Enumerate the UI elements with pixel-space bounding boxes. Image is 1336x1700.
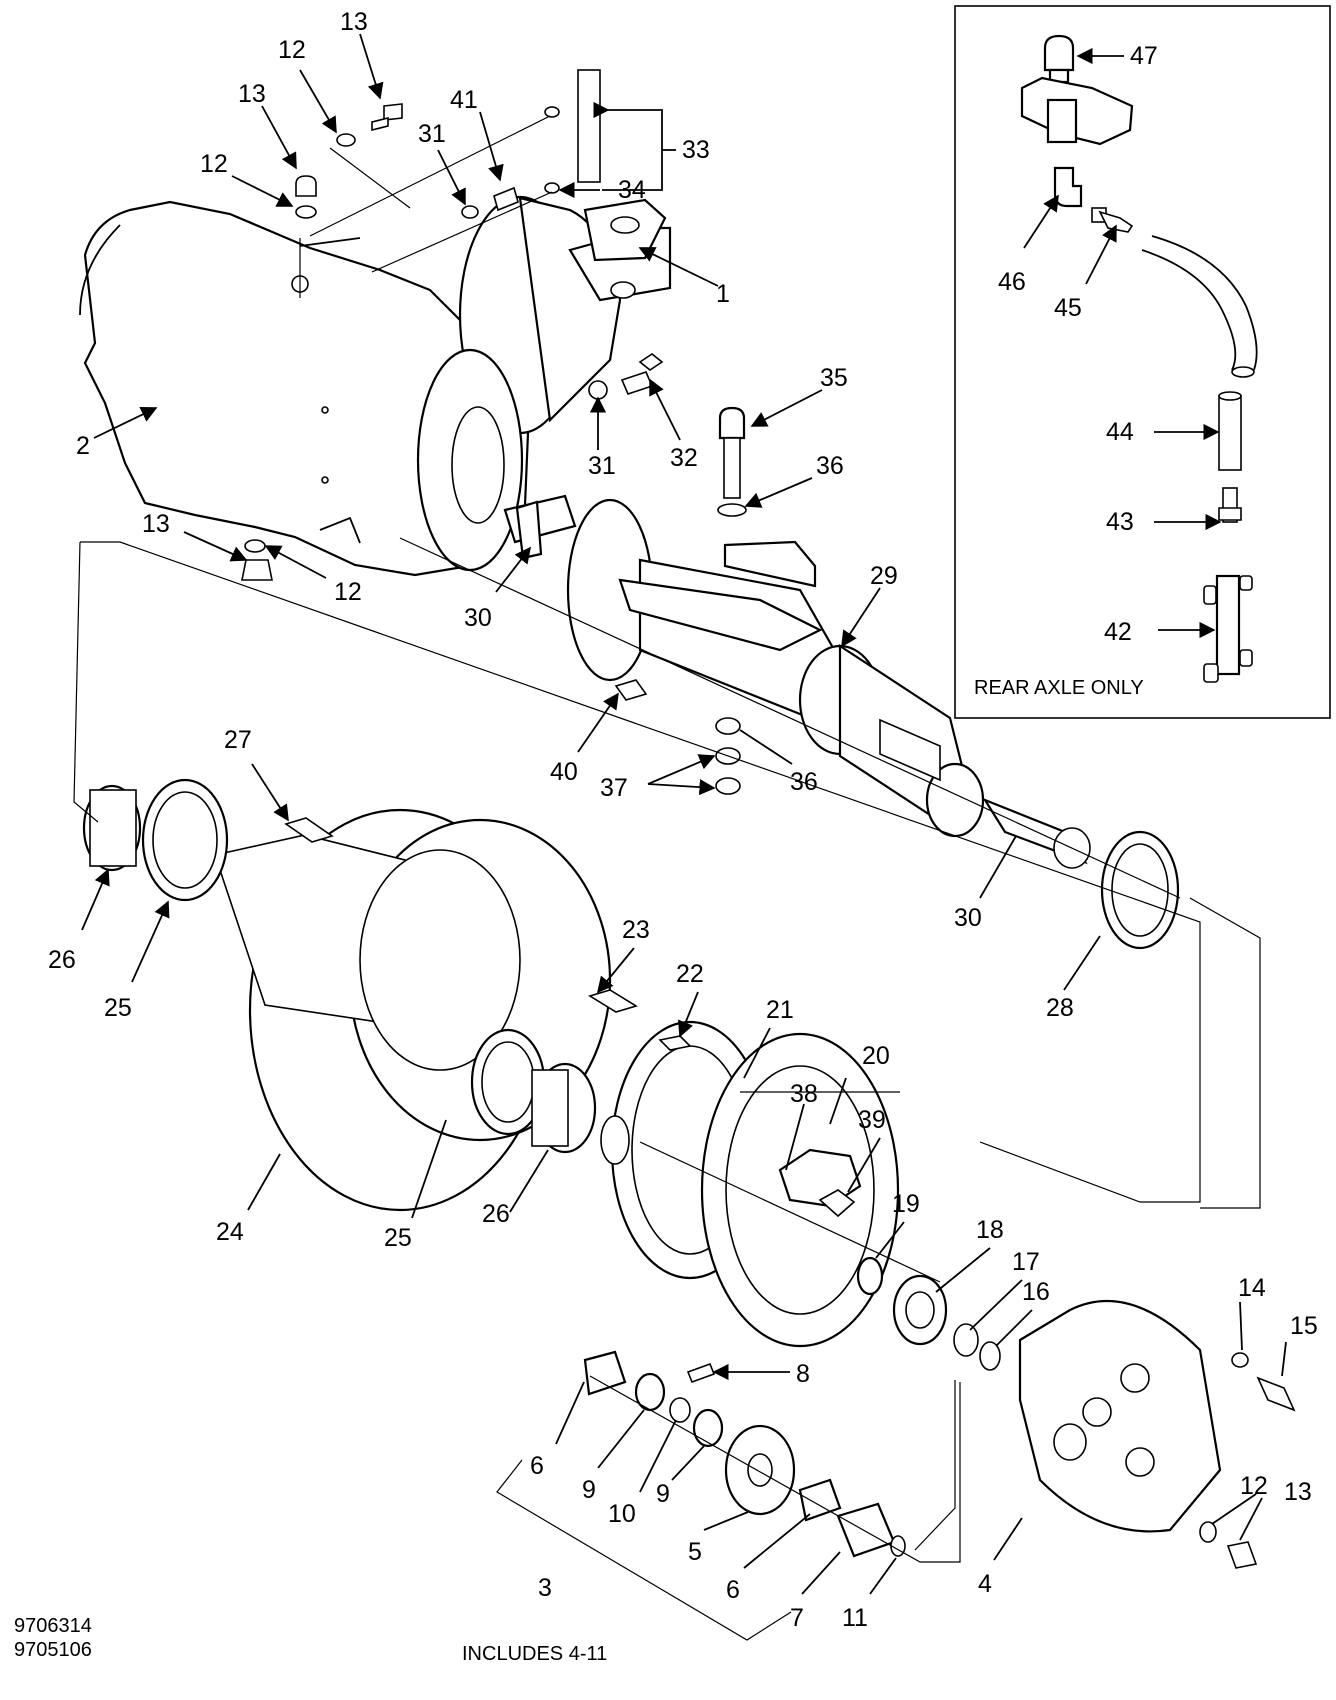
callout-25: 25 xyxy=(104,994,132,1022)
part-9-bearing-b xyxy=(692,1408,724,1448)
part-8-pin xyxy=(686,1362,716,1384)
part-24-hub xyxy=(213,808,612,1212)
callout-4: 4 xyxy=(978,1570,992,1598)
part-19-washer xyxy=(856,1256,884,1296)
part-29-spindle xyxy=(566,498,985,838)
callout-12: 12 xyxy=(200,150,228,178)
part-4-cover xyxy=(1018,1299,1222,1533)
callout-31: 31 xyxy=(418,120,446,148)
part-44-hose xyxy=(1141,235,1258,471)
callout-2: 2 xyxy=(76,432,90,460)
callout-17: 17 xyxy=(1012,1248,1040,1276)
callout-43: 43 xyxy=(1106,508,1134,536)
callout-11: 11 xyxy=(842,1604,868,1632)
assembly-lines xyxy=(73,115,1261,1641)
callout-34: 34 xyxy=(618,176,646,204)
callout-9: 9 xyxy=(656,1480,670,1508)
callout-9: 9 xyxy=(582,1476,596,1504)
part-16-washer xyxy=(979,1341,1001,1371)
callout-12: 12 xyxy=(278,36,306,64)
callout-23: 23 xyxy=(622,916,650,944)
callout-26: 26 xyxy=(482,1200,510,1228)
callout-42: 42 xyxy=(1104,618,1132,646)
callout-47: 47 xyxy=(1130,42,1158,70)
part-18-sun-gear xyxy=(892,1274,948,1346)
part-42-bracket xyxy=(1203,574,1253,683)
callout-20: 20 xyxy=(862,1042,890,1070)
callout-7: 7 xyxy=(790,1604,804,1632)
part-47-sender xyxy=(1020,34,1134,223)
part-10-spacer xyxy=(669,1397,691,1423)
callout-6: 6 xyxy=(726,1576,740,1604)
callout-31: 31 xyxy=(588,452,616,480)
callout-35: 35 xyxy=(820,364,848,392)
reference-number-2: 9705106 xyxy=(14,1639,92,1661)
part-7-shaft xyxy=(836,1502,896,1558)
callout-12: 12 xyxy=(1240,1472,1268,1500)
callout-13: 13 xyxy=(340,8,368,36)
callout-18: 18 xyxy=(976,1216,1004,1244)
callout-36: 36 xyxy=(816,452,844,480)
callout-13: 13 xyxy=(142,510,170,538)
part-30-shaft-lower xyxy=(982,797,1091,869)
callout-25: 25 xyxy=(384,1224,412,1252)
callout-37: 37 xyxy=(600,774,628,802)
part-5-planet-gear xyxy=(724,1424,796,1516)
callout-12: 12 xyxy=(334,578,362,606)
callout-13: 13 xyxy=(238,80,266,108)
callout-29: 29 xyxy=(870,562,898,590)
part-43-adapter xyxy=(1218,487,1242,523)
part-25-cup-upper xyxy=(141,778,229,902)
callout-39: 39 xyxy=(858,1106,886,1134)
callout-8: 8 xyxy=(796,1360,810,1388)
part-6-thrust-washer-b xyxy=(798,1478,842,1522)
callout-38: 38 xyxy=(790,1080,818,1108)
part-30-shaft-upper xyxy=(503,494,577,560)
part-6-thrust-washer-a xyxy=(583,1350,627,1396)
callout-32: 32 xyxy=(670,444,698,472)
callout-30: 30 xyxy=(954,904,982,932)
callout-16: 16 xyxy=(1022,1278,1050,1306)
callout-5: 5 xyxy=(688,1538,702,1566)
callout-36: 36 xyxy=(790,768,818,796)
inset-label: REAR AXLE ONLY xyxy=(974,677,1144,699)
callout-30: 30 xyxy=(464,604,492,632)
part-26-bearing-lower xyxy=(531,1062,597,1154)
part-25-cup-lower xyxy=(470,1028,546,1136)
callout-45: 45 xyxy=(1054,294,1082,322)
part-17-snap-ring xyxy=(953,1323,979,1357)
callout-22: 22 xyxy=(676,960,704,988)
part-26-bearing-upper xyxy=(82,784,142,872)
callout-46: 46 xyxy=(998,268,1026,296)
callout-10: 10 xyxy=(608,1500,636,1528)
callout-28: 28 xyxy=(1046,994,1074,1022)
part-45-fitting xyxy=(1098,210,1134,233)
callout-24: 24 xyxy=(216,1218,244,1246)
leader-lines xyxy=(81,33,1287,1595)
callout-3: 3 xyxy=(538,1574,552,1602)
includes-note: INCLUDES 4-11 xyxy=(462,1643,607,1665)
callout-21: 21 xyxy=(766,996,794,1024)
callout-14: 14 xyxy=(1238,1274,1266,1302)
rear-axle-inset xyxy=(954,5,1331,719)
callout-13: 13 xyxy=(1284,1478,1312,1506)
part-28-seal xyxy=(1100,830,1180,950)
callout-26: 26 xyxy=(48,946,76,974)
housing-flange xyxy=(416,348,524,572)
callout-1: 1 xyxy=(716,280,730,308)
callout-41: 41 xyxy=(450,86,478,114)
callout-40: 40 xyxy=(550,758,578,786)
hardware-bolts xyxy=(241,69,1296,1569)
reference-number-1: 9706314 xyxy=(14,1615,92,1637)
part-39-nut xyxy=(818,1189,856,1218)
callout-labels: 13 12 13 12 41 31 33 34 1 2 31 32 35 36 … xyxy=(48,8,1318,1632)
callout-27: 27 xyxy=(224,726,252,754)
callout-44: 44 xyxy=(1106,418,1134,446)
callout-6: 6 xyxy=(530,1452,544,1480)
callout-19: 19 xyxy=(892,1190,920,1218)
callout-33: 33 xyxy=(682,136,710,164)
callout-15: 15 xyxy=(1290,1312,1318,1340)
